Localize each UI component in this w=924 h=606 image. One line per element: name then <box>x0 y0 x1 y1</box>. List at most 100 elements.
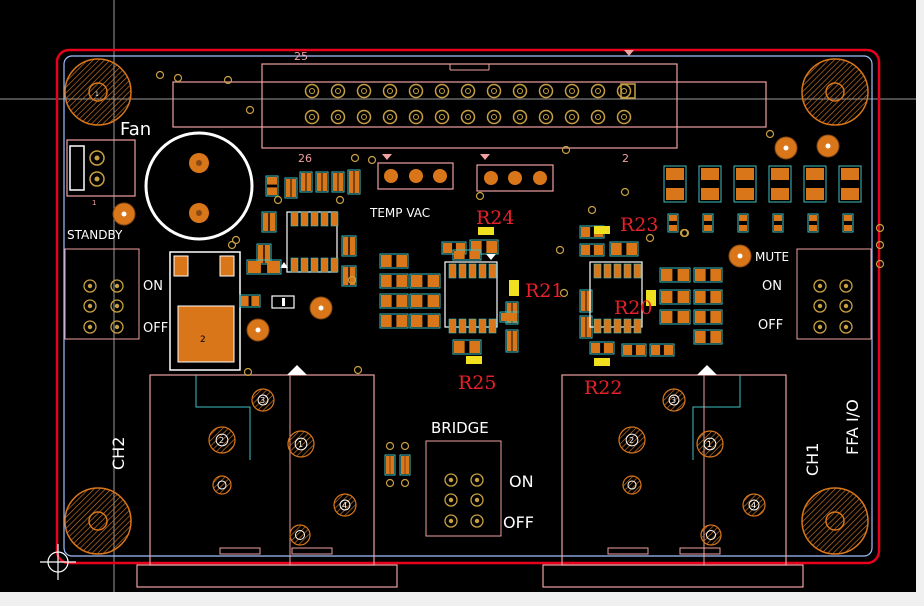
xlr-pad <box>622 475 642 495</box>
header-pin <box>408 109 424 125</box>
bank-resistor-pad-small <box>704 215 712 221</box>
ic-u1[interactable] <box>286 211 339 273</box>
smd-chip <box>659 267 691 283</box>
switch-pin <box>110 320 124 334</box>
ic-u2[interactable] <box>444 254 498 334</box>
through-hole-center <box>825 143 831 149</box>
header-pin <box>512 83 528 99</box>
switch-pin-hole <box>448 477 454 483</box>
xlr-pad-label: 2 <box>629 436 634 445</box>
designator-r23[interactable]: R23 <box>620 214 658 236</box>
smd-chip <box>331 171 345 193</box>
header-pin-hole <box>595 88 601 94</box>
switch-pin <box>83 279 97 293</box>
bank-resistor-pad <box>666 188 684 200</box>
smd-chip <box>505 329 519 353</box>
switch-pin-hole <box>817 324 823 330</box>
header-pin <box>330 109 346 125</box>
ic-pin <box>310 211 319 227</box>
ic-pin <box>488 318 497 334</box>
designator-r24[interactable]: R24 <box>476 207 514 229</box>
smd-chip <box>299 171 313 193</box>
xlr-pad-label: 1 <box>707 440 712 449</box>
origin-marker-icon[interactable] <box>40 544 76 580</box>
via <box>400 478 410 488</box>
ic-pin <box>613 263 622 279</box>
bridge-dip-switch[interactable] <box>425 440 502 537</box>
designator-r22[interactable]: R22 <box>584 377 622 399</box>
resistor-bank-right[interactable] <box>112 134 862 342</box>
ic-pin <box>290 211 299 227</box>
selected-part <box>271 295 295 309</box>
smd-chip <box>409 313 441 329</box>
pin-2-label: 2 <box>622 152 629 165</box>
switch-pin-hole <box>87 283 93 289</box>
bank-resistor-outline-small <box>807 213 819 233</box>
ic-pin <box>320 211 329 227</box>
through-hole-center <box>318 305 324 311</box>
switch-pin-hole <box>114 324 120 330</box>
bank-resistor-outline-small <box>737 213 749 233</box>
smd-chip <box>379 313 409 329</box>
highlight-pad <box>594 226 610 234</box>
designator-r21[interactable]: R21 <box>525 280 563 302</box>
xlr-pad-ring <box>627 480 637 490</box>
xlr-pad-label: 4 <box>342 501 347 510</box>
xlr-pad <box>287 430 315 458</box>
smd-chip <box>409 293 441 309</box>
switch-pin <box>813 320 827 334</box>
switch-pin-hole <box>448 497 454 503</box>
header-pin-hole <box>569 88 575 94</box>
ic-u3[interactable] <box>589 261 643 334</box>
highlight-pad <box>478 227 494 235</box>
left-dip-switch[interactable] <box>64 248 140 340</box>
header-pin <box>356 83 372 99</box>
bank-resistor-pad <box>771 188 789 200</box>
smd-chip <box>399 454 411 476</box>
voltage-regulator[interactable] <box>169 251 288 371</box>
switch-pin-hole <box>474 518 480 524</box>
header-pin-hole <box>465 114 471 120</box>
smd-chip <box>499 311 519 323</box>
designator-r25[interactable]: R25 <box>458 372 496 394</box>
bank-resistor-pad <box>701 188 719 200</box>
fan-connector-pin-label: 1 <box>92 199 96 207</box>
header-pin <box>460 109 476 125</box>
electrolytic-capacitor[interactable] <box>144 131 254 241</box>
ic-pin <box>478 318 487 334</box>
switch-pin <box>83 320 97 334</box>
ic-pin <box>623 318 632 334</box>
fan-connector[interactable] <box>66 139 136 197</box>
header-pin-hole <box>439 114 445 120</box>
via <box>350 153 360 163</box>
switch-pin <box>444 493 458 507</box>
right-switch-on-label: ON <box>762 279 782 294</box>
ic-pin <box>603 263 612 279</box>
right-dip-switch[interactable] <box>796 248 872 340</box>
smd-chip <box>265 175 279 197</box>
mounting-hole-bottom-left[interactable] <box>64 487 132 555</box>
bank-resistor-pad-small <box>669 215 677 221</box>
temp-connector[interactable] <box>377 154 454 190</box>
via-field <box>155 70 885 488</box>
xlr-pad <box>696 430 724 458</box>
designator-r20[interactable]: R20 <box>614 297 652 319</box>
mounting-hole-top-right[interactable] <box>801 58 869 126</box>
header-pin-hole <box>491 88 497 94</box>
header-pin <box>564 109 580 125</box>
smd-chip <box>693 267 723 283</box>
header-pin <box>330 83 346 99</box>
ribbon-header-connector[interactable] <box>172 50 767 149</box>
keepout-outline <box>63 55 873 557</box>
highlight-pad <box>594 358 610 366</box>
ic-pin <box>633 263 642 279</box>
vac-connector[interactable] <box>476 154 554 192</box>
header-pin-hole <box>335 114 341 120</box>
via <box>875 259 885 269</box>
ic-pin <box>320 257 329 273</box>
mounting-hole-bottom-right[interactable] <box>801 487 869 555</box>
mounting-hole-top-left[interactable] <box>64 58 132 126</box>
header-pin-hole <box>569 114 575 120</box>
